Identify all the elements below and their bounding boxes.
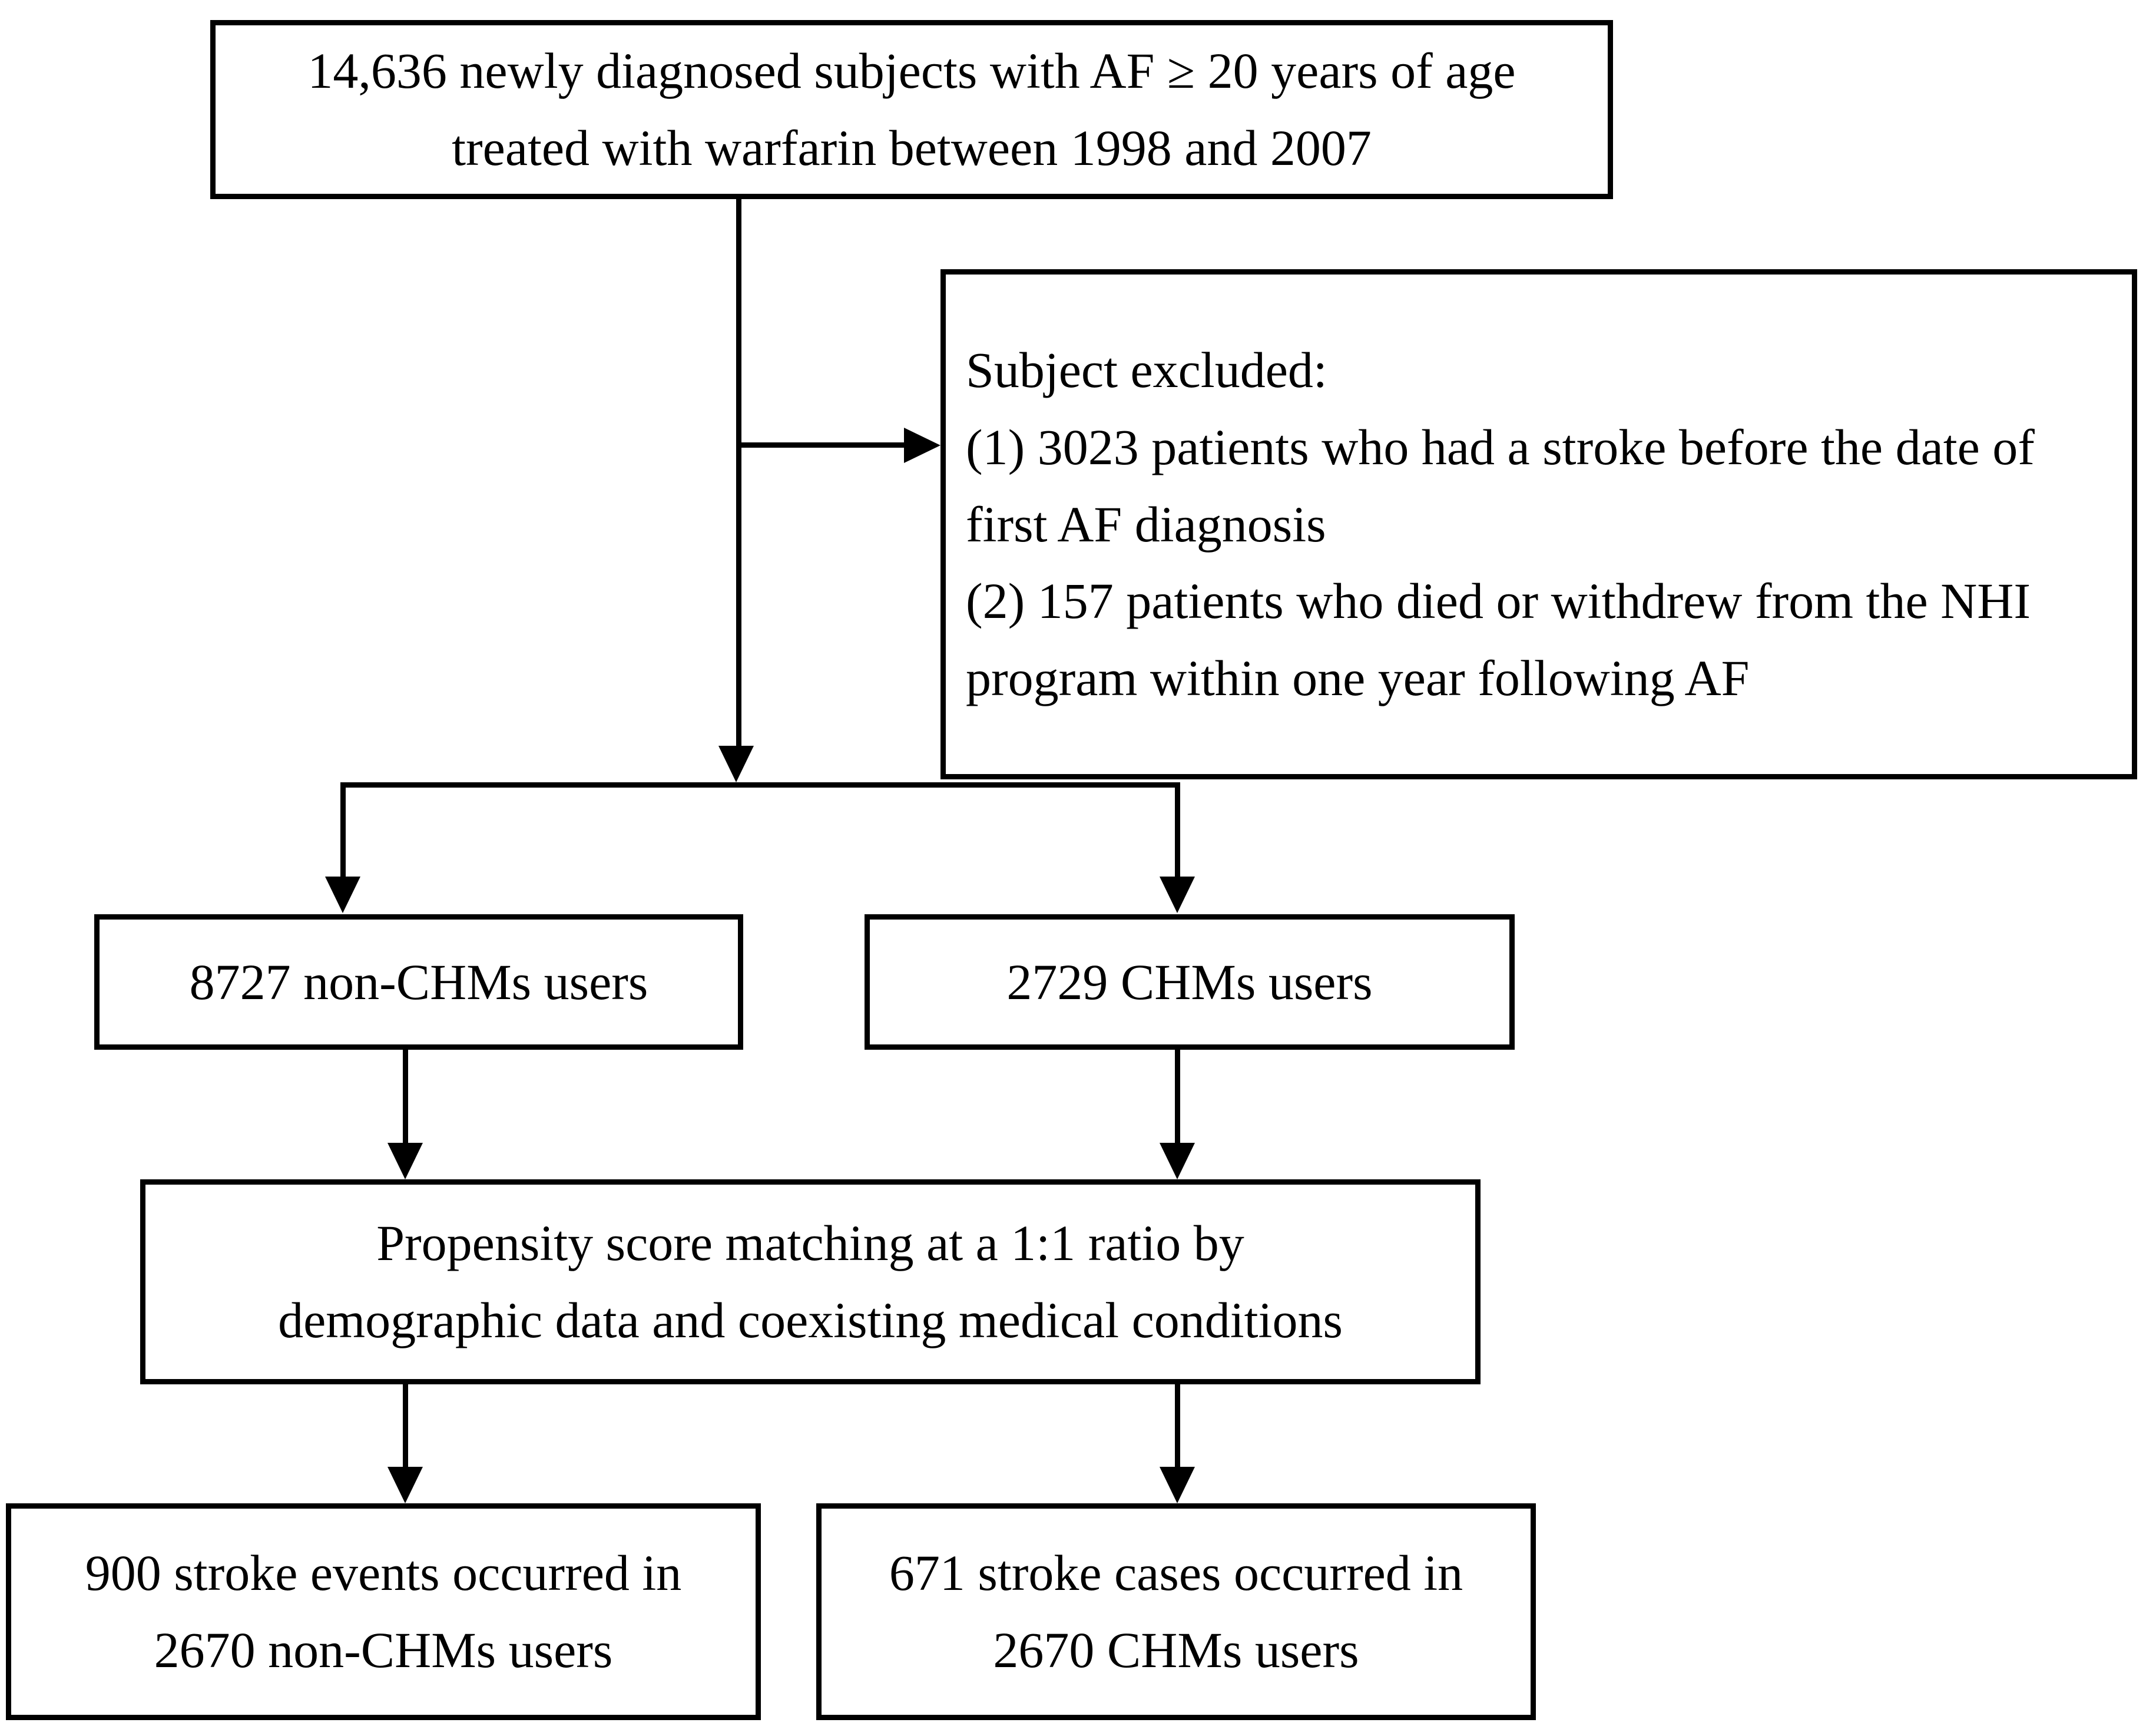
node-excluded-line-1: Subject excluded: bbox=[966, 342, 1327, 399]
node-cohort: 14,636 newly diagnosed subjects with AF … bbox=[210, 20, 1613, 199]
connector-fork-bar bbox=[340, 782, 1180, 788]
node-psm-line-1: Propensity score matching at a 1:1 ratio… bbox=[376, 1215, 1244, 1272]
node-outcome-non-chms-line-2: 2670 non-CHMs users bbox=[154, 1622, 613, 1678]
node-non-chms-users: 8727 non-CHMs users bbox=[94, 914, 743, 1050]
node-excluded-line-4: (2) 157 patients who died or withdrew fr… bbox=[966, 573, 2031, 630]
connector-fork-to-chms bbox=[1175, 782, 1180, 877]
connector-cohort-to-excluded bbox=[736, 442, 913, 448]
node-excluded-line-5: program within one year following AF bbox=[966, 650, 1750, 707]
node-outcome-chms-line-1: 671 stroke cases occurred in bbox=[889, 1545, 1463, 1602]
node-chms-users-label: 2729 CHMs users bbox=[1006, 953, 1373, 1010]
connector-chms-to-psm bbox=[1175, 1050, 1180, 1143]
node-excluded-line-2: (1) 3023 patients who had a stroke befor… bbox=[966, 418, 2035, 475]
node-excluded: Subject excluded: (1) 3023 patients who … bbox=[940, 269, 2137, 779]
node-outcome-chms-line-2: 2670 CHMs users bbox=[993, 1622, 1359, 1678]
node-psm-line-2: demographic data and coexisting medical … bbox=[278, 1292, 1343, 1348]
connector-cohort-to-fork bbox=[736, 199, 741, 747]
arrowhead-right-icon-to-excluded bbox=[904, 428, 940, 463]
node-cohort-line-1: 14,636 newly diagnosed subjects with AF … bbox=[307, 42, 1516, 100]
connector-psm-to-outcome-non-chms bbox=[403, 1384, 408, 1467]
arrowhead-down-icon-non-chms-to-psm bbox=[388, 1143, 423, 1179]
node-outcome-non-chms-line-1: 900 stroke events occurred in bbox=[85, 1545, 682, 1602]
arrowhead-down-icon-to-chms bbox=[1160, 877, 1195, 913]
connector-fork-to-non-chms bbox=[340, 782, 346, 877]
node-non-chms-users-label: 8727 non-CHMs users bbox=[189, 953, 648, 1010]
connector-non-chms-to-psm bbox=[403, 1050, 408, 1143]
arrowhead-down-icon-cohort-to-fork bbox=[718, 746, 754, 782]
node-outcome-non-chms: 900 stroke events occurred in 2670 non-C… bbox=[6, 1503, 761, 1720]
connector-psm-to-outcome-chms bbox=[1175, 1384, 1180, 1467]
arrowhead-down-icon-psm-to-outcome-non-chms bbox=[388, 1467, 423, 1503]
arrowhead-down-icon-chms-to-psm bbox=[1160, 1143, 1195, 1179]
node-propensity-score-matching: Propensity score matching at a 1:1 ratio… bbox=[140, 1179, 1481, 1384]
node-outcome-chms: 671 stroke cases occurred in 2670 CHMs u… bbox=[816, 1503, 1536, 1720]
node-cohort-line-2: treated with warfarin between 1998 and 2… bbox=[452, 120, 1372, 176]
node-excluded-line-3: first AF diagnosis bbox=[966, 495, 1326, 553]
arrowhead-down-icon-to-non-chms bbox=[325, 877, 360, 913]
node-chms-users: 2729 CHMs users bbox=[865, 914, 1515, 1050]
arrowhead-down-icon-psm-to-outcome-chms bbox=[1160, 1467, 1195, 1503]
